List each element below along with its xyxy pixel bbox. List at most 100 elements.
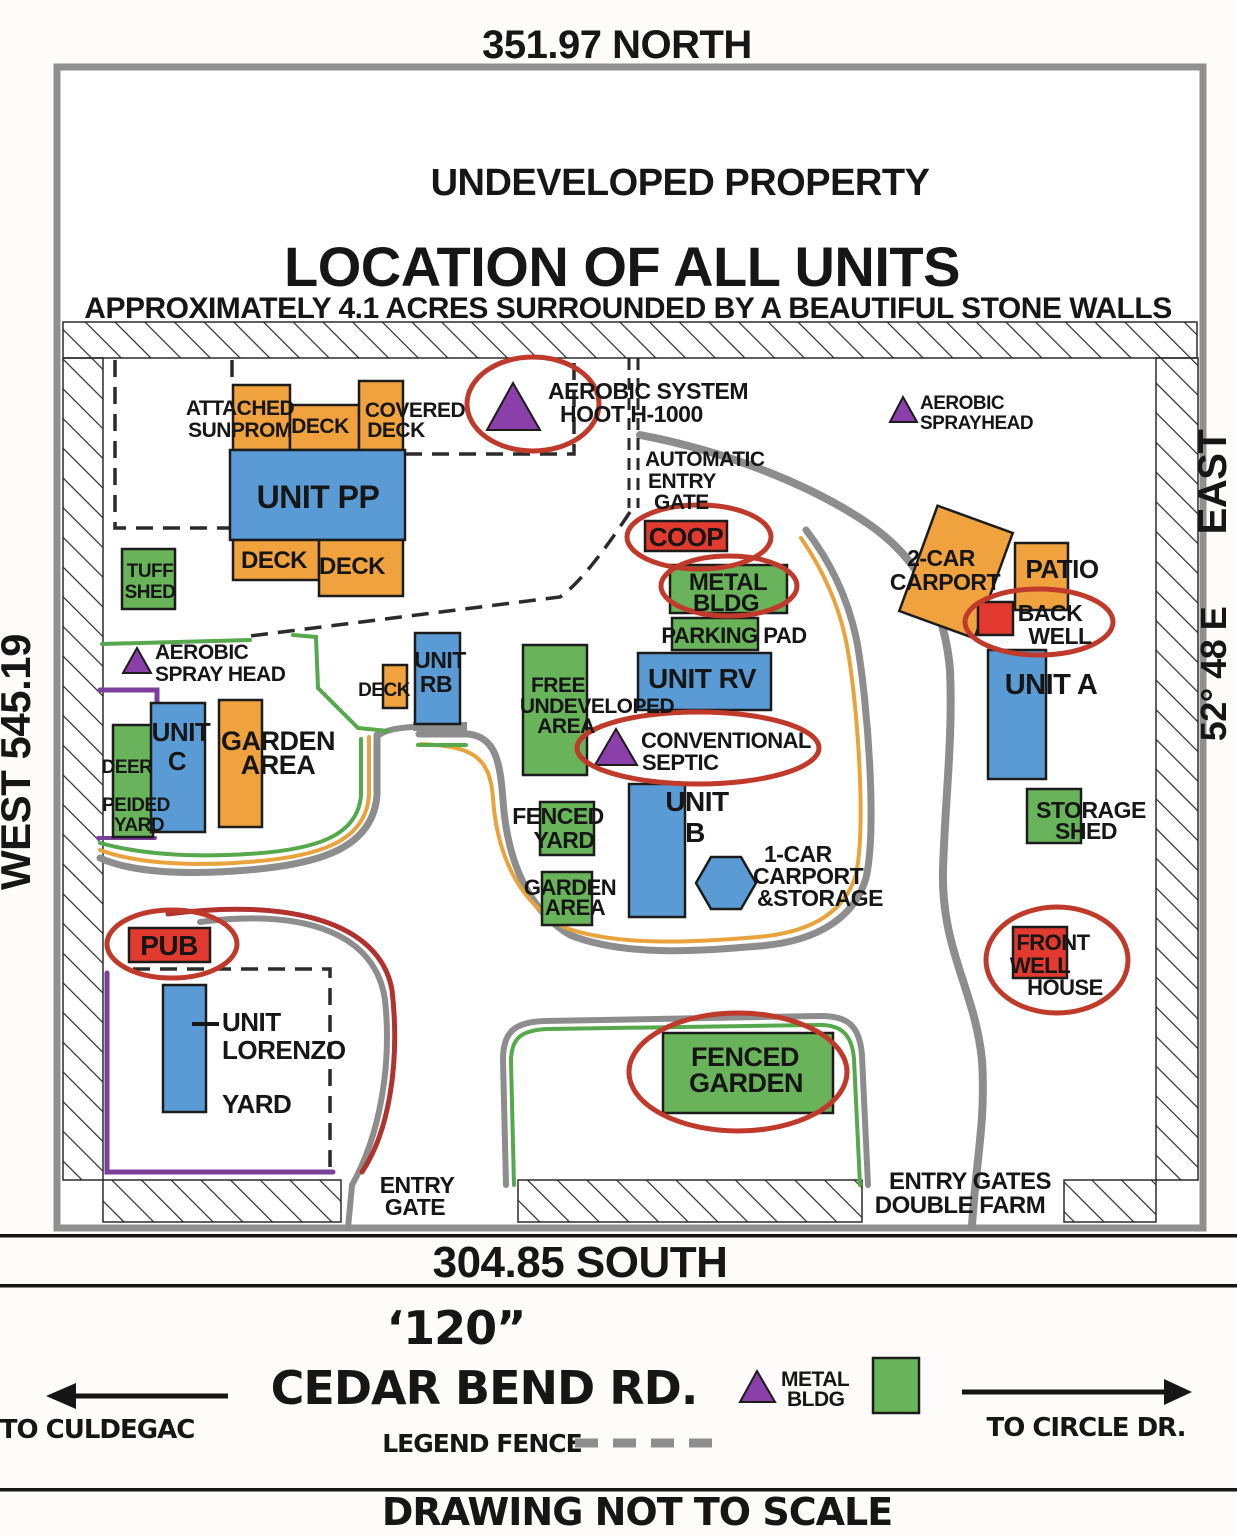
legend-green-bldg-icon: [871, 1356, 921, 1415]
aerobic-spray-head-label: AEROBIC: [155, 641, 249, 664]
aerobic-system-triangle-icon: [485, 380, 542, 431]
stone-wall-border: [53, 63, 1207, 1232]
footer-line-top: [0, 1234, 1237, 1238]
covered-deck-label: COVERED: [365, 399, 466, 422]
deck-bottom-left-building: [231, 538, 321, 582]
garden-area-south-plot: [540, 870, 594, 927]
conventional-septic-label2: SEPTIC: [642, 750, 719, 775]
fenced-garden-fence-gray: [499, 1012, 871, 1188]
footer: ‘120” CEDAR BEND RD. TO CULDEGAC TO CIRC…: [0, 1234, 1237, 1534]
to-culdegac-label: TO CULDEGAC: [0, 1415, 194, 1445]
peided-yard-label2: YARD: [114, 815, 164, 836]
fence-purple-deer-top: [97, 687, 160, 705]
page-subtitle: APPROXIMATELY 4.1 ACRES SURROUNDED BY A …: [84, 292, 1171, 325]
unit-a-label: UNIT A: [1005, 669, 1098, 701]
loop-road-orange: [419, 536, 863, 944]
tuff-shed-building: [120, 547, 177, 611]
left-arrow-head-icon: [46, 1383, 76, 1409]
parking-pad-label: PARKING PAD: [661, 623, 806, 648]
fence-green-northwest: [100, 638, 252, 646]
fence-dashed-pp-east: [405, 360, 576, 456]
unit-c-label: UNIT: [152, 717, 211, 747]
fenced-garden-label: FENCED: [691, 1042, 799, 1072]
to-circle-dr-label: TO CIRCLE DR.: [986, 1413, 1185, 1443]
front-well-house-label2: WELL: [1010, 953, 1070, 978]
deck-rb-building: [381, 663, 409, 710]
right-arrow-head-icon: [1164, 1379, 1192, 1405]
aerobic-system-label: AEROBIC SYSTEM: [548, 378, 748, 404]
unit-rb-label: UNIT: [414, 647, 466, 673]
garden-area-west-label: GARDEN: [221, 726, 335, 756]
drawing-not-to-scale-label: DRAWING NOT TO SCALE: [382, 1490, 892, 1534]
peided-yard-label: PEIDED: [102, 795, 170, 816]
page-title: LOCATION OF ALL UNITS: [284, 235, 960, 298]
back-well-label2: WELL: [1028, 623, 1092, 649]
main-driveway-road: [636, 431, 987, 1230]
aerobic-spray-head-triangle-icon: [121, 645, 153, 674]
deck-bottom-right-label: DECK: [319, 553, 386, 580]
buildings: [111, 379, 1083, 1115]
free-undeveloped-label2: UNDEVELOPED: [520, 695, 675, 718]
free-undeveloped-label3: AREA: [537, 715, 595, 738]
titles: 351.97 NORTH UNDEVELOPED PROPERTY LOCATI…: [0, 23, 1235, 1287]
aerobic-sprayhead-label: AEROBIC: [920, 393, 1005, 414]
west-lane-green: [98, 737, 363, 858]
deck-rb-label: DECK: [358, 680, 411, 701]
unit-c-building: [149, 701, 207, 834]
one-car-carport-label3: &STORAGE: [757, 885, 883, 911]
unit-rv-label: UNIT RV: [648, 663, 757, 694]
fence-green-middle: [291, 633, 390, 733]
deck-top-building: [288, 403, 361, 452]
garden-area-west-plot: [217, 698, 264, 829]
legend-metal-bldg-label: METAL: [781, 1368, 850, 1391]
aerobic-system-highlight: [464, 354, 602, 454]
covered-deck-building: [357, 379, 405, 452]
attached-sunprom-label: ATTACHED: [186, 397, 295, 420]
fence-dashed-pp-yard: [113, 360, 230, 530]
unit-c-label2: C: [168, 746, 187, 776]
yard-label: YARD: [222, 1089, 291, 1119]
free-undeveloped-label: FREE: [531, 674, 586, 697]
patio-label: PATIO: [1025, 554, 1098, 584]
back-well-marker: [976, 600, 1015, 637]
aerobic-sprayhead-label2: SPRAYHEAD: [920, 413, 1033, 434]
pub-building: [127, 926, 212, 964]
deck-bottom-left-label: DECK: [241, 547, 308, 574]
wall-hatch-right: [1155, 357, 1199, 1181]
fence-dashed-lorenzo-yard: [133, 967, 332, 1170]
wall-hatch-bottom-center: [517, 1179, 863, 1223]
footer-line-bottom: [0, 1488, 1237, 1492]
unit-rb-label2: RB: [420, 671, 452, 697]
unit-rb-parking-bar: [413, 722, 467, 731]
automatic-entry-gate-label2: ENTRY: [648, 470, 716, 493]
map-labels: ATTACHED SUNPROM DECK COVERED DECK UNIT …: [102, 378, 1147, 1220]
attached-sunprom-label2: SUNPROM: [188, 419, 292, 442]
fenced-yard-plot: [538, 800, 596, 857]
patio-building: [1013, 541, 1070, 612]
aerobic-spray-head-label2: SPRAY HEAD: [155, 663, 286, 686]
pub-highlight: [104, 907, 240, 981]
storage-shed-building: [1025, 787, 1083, 845]
pub-lane-red: [165, 906, 398, 1175]
one-car-carport-building: [694, 855, 758, 911]
highlight-circles: [104, 354, 1131, 1134]
garden-area-west-label2: AREA: [241, 750, 316, 780]
entry-gate-label2: GATE: [385, 1194, 445, 1220]
footer-line-mid: [0, 1284, 1237, 1288]
fenced-yard-label2: YARD: [533, 827, 594, 853]
storage-shed-label: STORAGE: [1036, 797, 1146, 823]
west-lane-gray: [96, 731, 381, 877]
unit-a-building: [986, 648, 1048, 781]
tuff-shed-label2: SHED: [125, 582, 176, 603]
unit-rb-building: [413, 631, 462, 726]
coop-highlight: [624, 502, 774, 572]
wall-hatch-top: [62, 321, 1198, 359]
front-well-house-label3: HOUSE: [1027, 975, 1103, 1000]
west-lane-orange: [98, 735, 371, 866]
garden-area-south-label: GARDEN: [524, 875, 616, 900]
legend-metal-bldg-triangle-icon: [738, 1368, 777, 1403]
parking-pad: [670, 616, 760, 652]
unit-rv-building: [636, 651, 773, 712]
entry-gate-label: ENTRY: [380, 1172, 455, 1198]
